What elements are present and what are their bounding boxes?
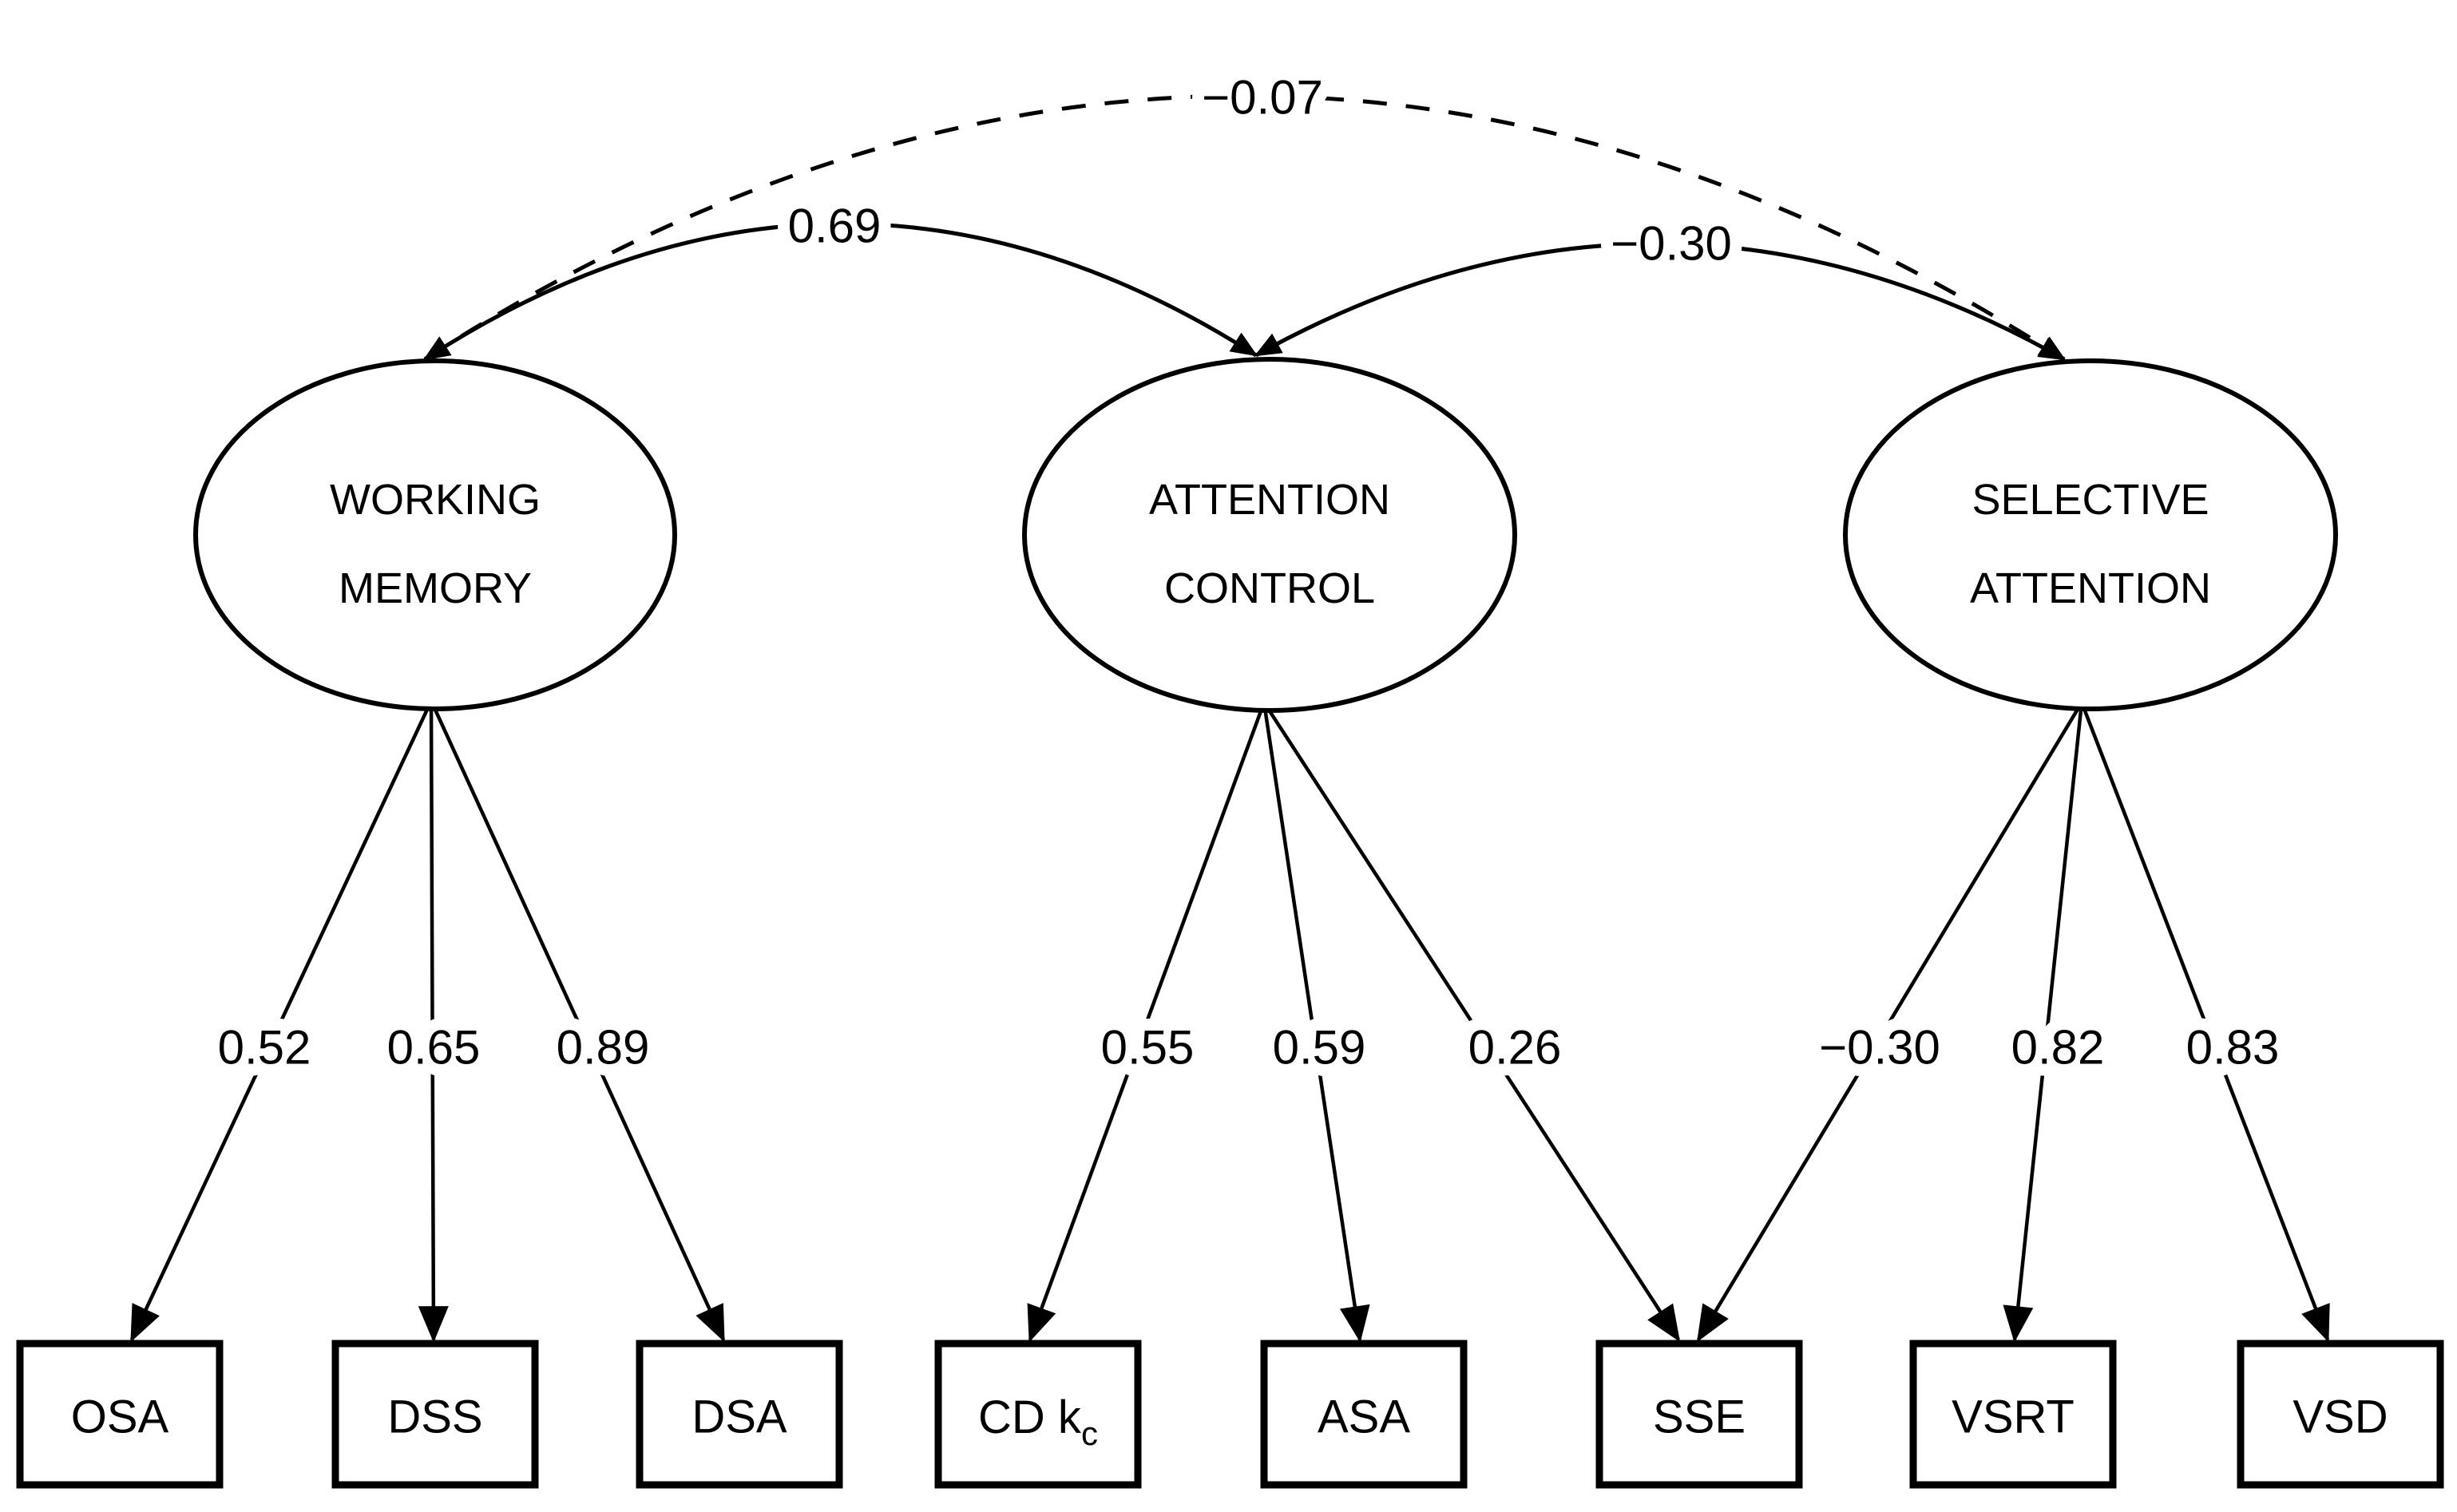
latent-label-selective-attention-line2: ATTENTION bbox=[1970, 564, 2211, 612]
loading-label-wm-osa: 0.52 bbox=[218, 1021, 311, 1075]
loading-label-wm-dsa: 0.89 bbox=[557, 1021, 650, 1075]
loading-label-wm-dss: 0.65 bbox=[387, 1021, 481, 1075]
observed-label-cdkc-subscript: c bbox=[1081, 1415, 1098, 1452]
observed-label-cdkc-main: CD k bbox=[978, 1391, 1082, 1443]
latent-ellipse-working-memory bbox=[193, 358, 677, 711]
latent-ellipse-selective-attention bbox=[1843, 358, 2338, 711]
observed-box-vsd bbox=[2237, 1340, 2444, 1489]
observed-box-dsa bbox=[636, 1340, 843, 1489]
loading-label-ac-sse: 0.26 bbox=[1468, 1021, 1562, 1075]
observed-label-asa: ASA bbox=[1318, 1391, 1410, 1443]
loading-label-ac-cdkc: 0.55 bbox=[1101, 1021, 1195, 1075]
latent-label-working-memory-line2: MEMORY bbox=[339, 564, 532, 612]
observed-box-vsrt bbox=[1909, 1340, 2117, 1489]
correlation-arc-ac-sa bbox=[1254, 241, 2067, 362]
loading-label-sa-vsd: 0.83 bbox=[2186, 1021, 2280, 1075]
correlation-label-wm-ac: 0.69 bbox=[788, 200, 882, 253]
observed-label-cdkc: CD kc bbox=[978, 1391, 1098, 1452]
loading-label-sa-sse: −0.30 bbox=[1819, 1021, 1940, 1075]
loading-arrow-sa-sse bbox=[1697, 701, 2083, 1343]
correlation-arc-wm-sa bbox=[422, 93, 2067, 362]
loading-arrow-ac-asa bbox=[1262, 702, 1370, 1343]
latent-label-working-memory-line1: WORKING bbox=[330, 476, 541, 524]
observed-label-vsd: VSD bbox=[2293, 1391, 2388, 1443]
observed-box-osa bbox=[16, 1340, 224, 1489]
observed-label-sse: SSE bbox=[1653, 1391, 1746, 1443]
observed-box-dss bbox=[331, 1340, 539, 1489]
observed-label-osa: OSA bbox=[71, 1391, 169, 1443]
observed-box-sse bbox=[1595, 1340, 1803, 1489]
loading-arrow-sa-vsd bbox=[2079, 702, 2330, 1343]
latent-label-selective-attention-line1: SELECTIVE bbox=[1972, 476, 2209, 524]
observed-box-asa bbox=[1260, 1340, 1468, 1489]
loading-arrow-wm-osa bbox=[129, 700, 434, 1343]
correlation-arc-wm-ac bbox=[422, 221, 1258, 362]
latent-label-attention-control-line2: CONTROL bbox=[1164, 564, 1375, 612]
observed-label-dsa: DSA bbox=[692, 1391, 787, 1443]
observed-box-cdkc bbox=[934, 1340, 1142, 1489]
observed-label-vsrt: VSRT bbox=[1952, 1391, 2075, 1443]
observed-label-dss: DSS bbox=[387, 1391, 482, 1443]
loading-arrow-sa-vsrt bbox=[2003, 702, 2084, 1343]
latent-label-attention-control-line1: ATTENTION bbox=[1149, 476, 1390, 524]
loading-label-ac-asa: 0.59 bbox=[1273, 1021, 1366, 1075]
correlation-label-ac-sa: −0.30 bbox=[1611, 217, 1732, 271]
loading-arrow-ac-cdkc bbox=[1027, 702, 1266, 1343]
loading-arrow-ac-sse bbox=[1262, 701, 1681, 1343]
loading-label-sa-vsrt: 0.82 bbox=[2011, 1021, 2105, 1075]
loading-arrow-wm-dss bbox=[418, 700, 449, 1343]
loading-arrow-wm-dsa bbox=[429, 700, 726, 1343]
latent-ellipse-attention-control bbox=[1022, 357, 1517, 713]
correlation-label-wm-sa: −0.07 bbox=[1202, 71, 1323, 125]
